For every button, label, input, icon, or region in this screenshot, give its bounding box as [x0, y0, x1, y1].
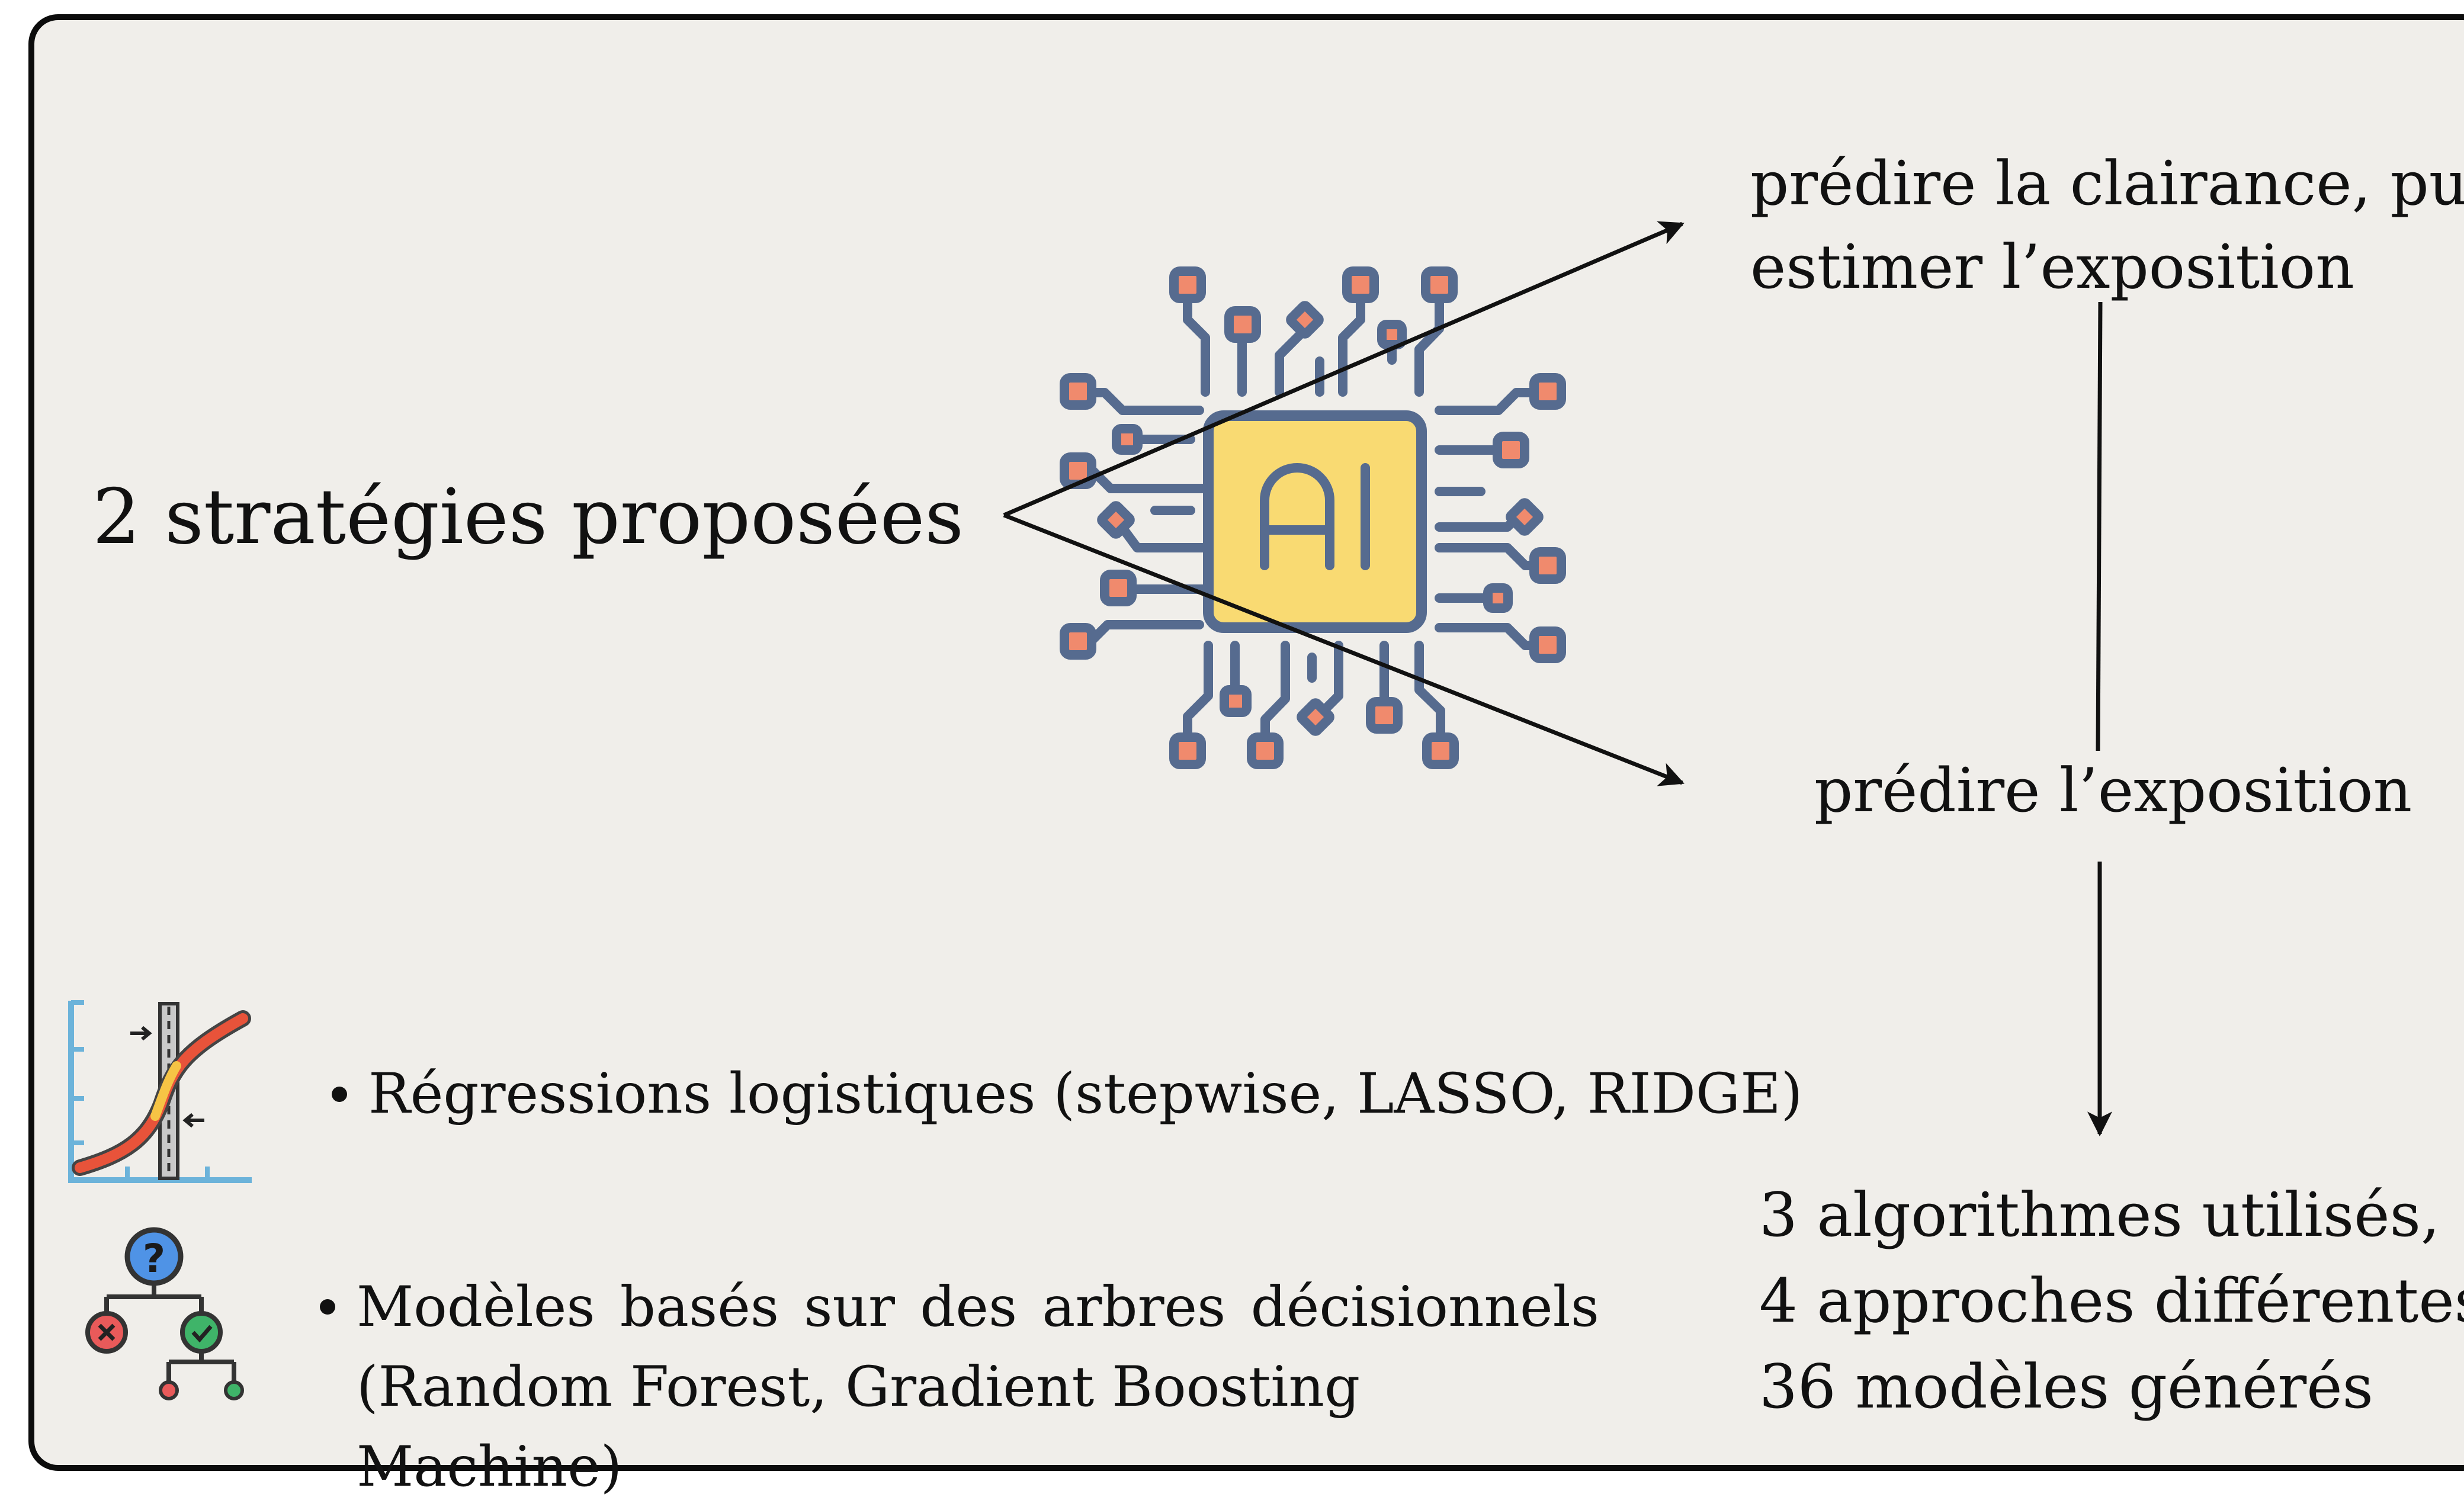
strategy-2-label: prédire l’exposition — [1814, 756, 2412, 826]
word: arbres — [1042, 1275, 1226, 1339]
results-line-1: 3 algorithmes utilisés, — [1759, 1180, 2440, 1251]
method-trees: Modèles basés sur des arbres décisionnel… — [320, 1267, 1599, 1507]
method-logistic: Régressions logistiques (stepwise, LASSO… — [332, 1059, 1802, 1130]
word: sur — [804, 1275, 895, 1339]
bullet-icon — [332, 1087, 347, 1102]
results-line-2: 4 approches différentes — [1759, 1266, 2464, 1336]
method-logistic-label: Régressions logistiques (stepwise, LASSO… — [368, 1062, 1803, 1126]
strategy-1-line-1: prédire la clairance, puis — [1750, 149, 2464, 219]
word: basés — [620, 1275, 779, 1339]
results-summary: 3 algorithmes utilisés, 4 approches diff… — [1759, 1172, 2464, 1430]
word: décisionnels — [1250, 1275, 1599, 1339]
title: 2 stratégies proposées — [92, 473, 964, 561]
results-line-3: 36 modèles générés — [1759, 1352, 2373, 1422]
method-trees-line-1: Modèles basés sur des arbres décisionnel… — [357, 1267, 1599, 1347]
bullet-icon — [320, 1299, 335, 1315]
strategy-1-label: prédire la clairance, puis estimer l’exp… — [1750, 142, 2464, 309]
strategy-1-line-2: estimer l’exposition — [1750, 232, 2354, 303]
method-trees-line-2: (Random Forest, Gradient Boosting Machin… — [357, 1355, 1361, 1499]
word: Modèles — [357, 1275, 595, 1339]
word: des — [920, 1275, 1018, 1339]
